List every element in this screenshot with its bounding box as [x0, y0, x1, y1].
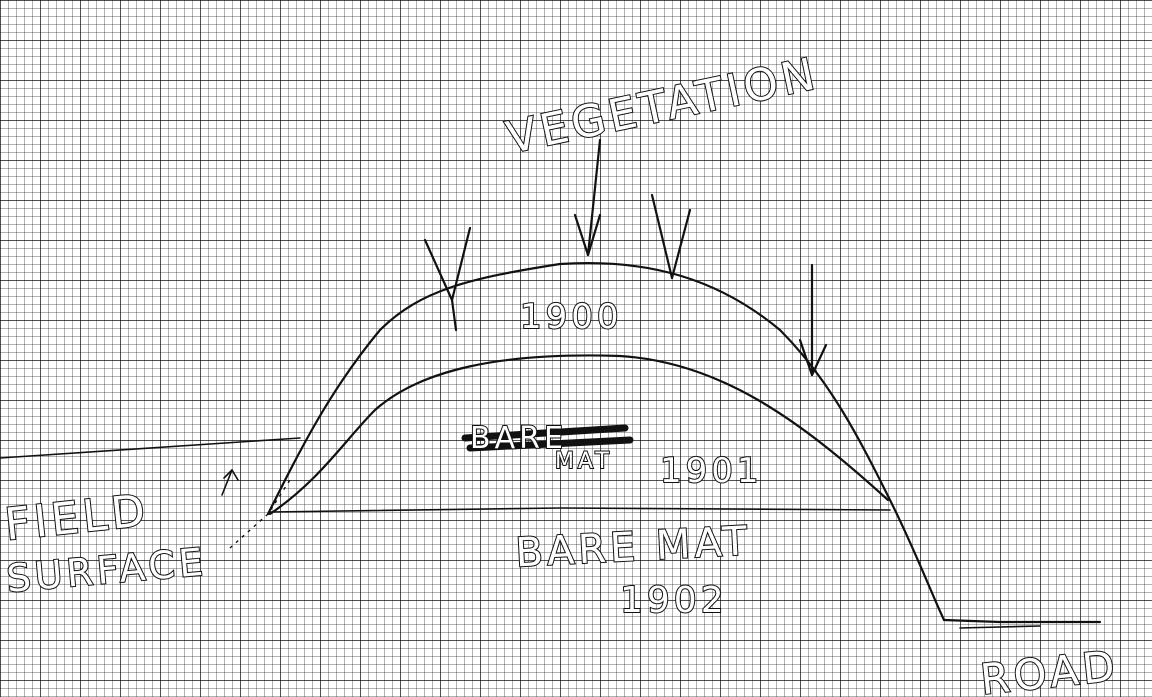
- dashed-extension-line: [229, 479, 291, 549]
- field-surface-label-line1: FIELD: [2, 485, 151, 551]
- inner-profile-1901: [268, 354, 890, 516]
- arrow-icon: [573, 138, 602, 257]
- base-line-1902: [269, 507, 891, 513]
- bare-mat-label: BARE MAT: [514, 518, 752, 576]
- road-surface-line: [942, 618, 1102, 624]
- strikethrough-mark: [461, 424, 634, 452]
- year-1901-label: 1901: [660, 451, 763, 491]
- year-1900-label: 1900: [520, 297, 623, 337]
- arrow-icon: [423, 226, 472, 332]
- year-1902-label: 1902: [620, 580, 728, 621]
- vegetation-label: VEGETATION: [502, 48, 823, 164]
- outer-profile-1900: [266, 261, 946, 622]
- road-surface-line-2: [959, 625, 1041, 629]
- arrow-icon: [798, 263, 828, 377]
- road-label: ROAD: [978, 641, 1121, 697]
- struck-word-label: BARE: [470, 421, 567, 456]
- mat-label-1901: MAT: [555, 449, 613, 474]
- field-surface-label-line2: SURFACE: [5, 540, 209, 601]
- arrow-icon: [221, 469, 239, 496]
- field-surface-line: [0, 437, 301, 459]
- arrow-icon: [650, 193, 692, 280]
